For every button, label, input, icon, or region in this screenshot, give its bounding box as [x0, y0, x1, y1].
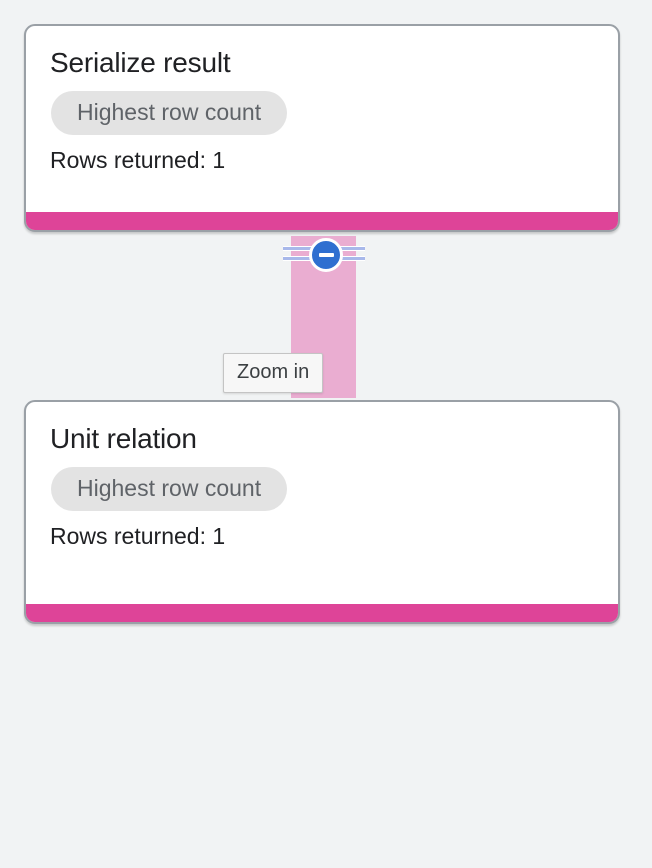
plan-node-body: Serialize result Highest row count Rows … — [26, 26, 618, 174]
plan-node-rows-returned: Rows returned: 1 — [50, 523, 226, 549]
minus-circle-icon[interactable] — [309, 238, 343, 272]
plan-node-title: Unit relation — [50, 423, 197, 454]
plan-node-accent-bar — [26, 212, 618, 230]
plan-node-chip[interactable]: Highest row count — [51, 91, 288, 135]
plan-node-accent-bar — [26, 604, 618, 622]
zoom-in-tooltip: Zoom in — [223, 353, 324, 393]
plan-node-body: Unit relation Highest row count Rows ret… — [26, 402, 618, 550]
minus-glyph — [318, 253, 334, 257]
plan-node-unit-relation[interactable]: Unit relation Highest row count Rows ret… — [24, 400, 620, 624]
edge-collapse-handle[interactable] — [283, 238, 365, 272]
plan-node-serialize-result[interactable]: Serialize result Highest row count Rows … — [24, 24, 620, 232]
plan-node-rows-returned: Rows returned: 1 — [50, 147, 226, 173]
plan-node-chip[interactable]: Highest row count — [51, 467, 288, 511]
plan-node-title: Serialize result — [50, 47, 231, 78]
